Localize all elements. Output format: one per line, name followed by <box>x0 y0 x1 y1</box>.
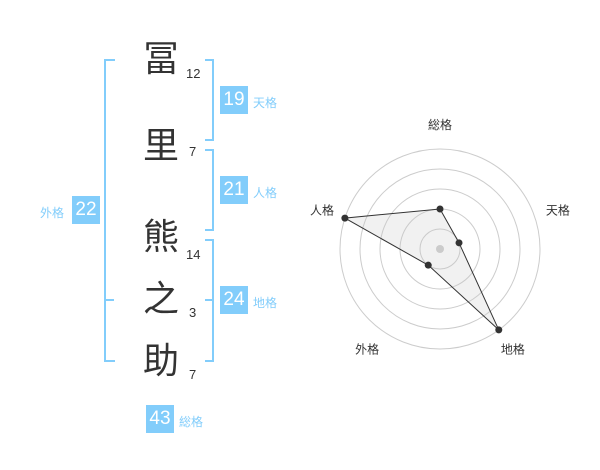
radar-point <box>424 261 432 269</box>
radar-ring <box>339 148 541 350</box>
stroke-count-4: 3 <box>189 305 197 320</box>
name-char-3: 熊 <box>142 217 179 258</box>
chikaku-bracket <box>205 239 214 362</box>
tenkaku-label: 天格 <box>253 96 278 110</box>
chikaku-label: 地格 <box>253 296 278 310</box>
stroke-count-5: 7 <box>189 367 197 382</box>
chikaku-value: 24 <box>220 286 248 314</box>
jinkaku-bracket <box>205 149 214 231</box>
radar-point <box>495 326 503 334</box>
radar-ring <box>419 228 461 270</box>
name-char-4: 之 <box>142 279 179 320</box>
tenkaku-bracket <box>205 59 214 141</box>
name-char-1: 冨 <box>142 39 179 80</box>
gaikaku-value: 22 <box>72 196 100 224</box>
name-char-5: 助 <box>142 341 179 382</box>
radar-axis-label: 外格 <box>355 341 379 356</box>
stroke-count-3: 14 <box>186 247 201 262</box>
stroke-count-2: 7 <box>189 144 197 159</box>
jinkaku-value: 21 <box>220 176 248 204</box>
name-char-2: 里 <box>142 126 179 167</box>
radar-point <box>436 205 444 213</box>
radar-area <box>343 208 500 331</box>
stroke-count-1: 12 <box>186 66 201 81</box>
radar-center-dot <box>436 245 444 253</box>
soukaku-label: 総格 <box>179 415 204 429</box>
tenkaku-value: 19 <box>220 86 248 114</box>
chikaku-bracket-tick <box>205 299 212 301</box>
radar-ring <box>379 188 501 310</box>
soukaku-value: 43 <box>146 405 174 433</box>
gaikaku-bracket-tick <box>104 299 114 301</box>
radar-point <box>341 214 349 222</box>
gaikaku-label: 外格 <box>40 206 65 220</box>
radar-axis-label: 人格 <box>310 203 334 218</box>
radar-point <box>455 239 463 247</box>
jinkaku-label: 人格 <box>253 186 278 200</box>
radar-axis-label: 総格 <box>428 117 452 132</box>
radar-axis-label: 天格 <box>546 203 570 218</box>
radar-ring <box>359 168 521 330</box>
gaikaku-bracket <box>104 59 115 362</box>
radar-axis-label: 地格 <box>501 341 525 356</box>
